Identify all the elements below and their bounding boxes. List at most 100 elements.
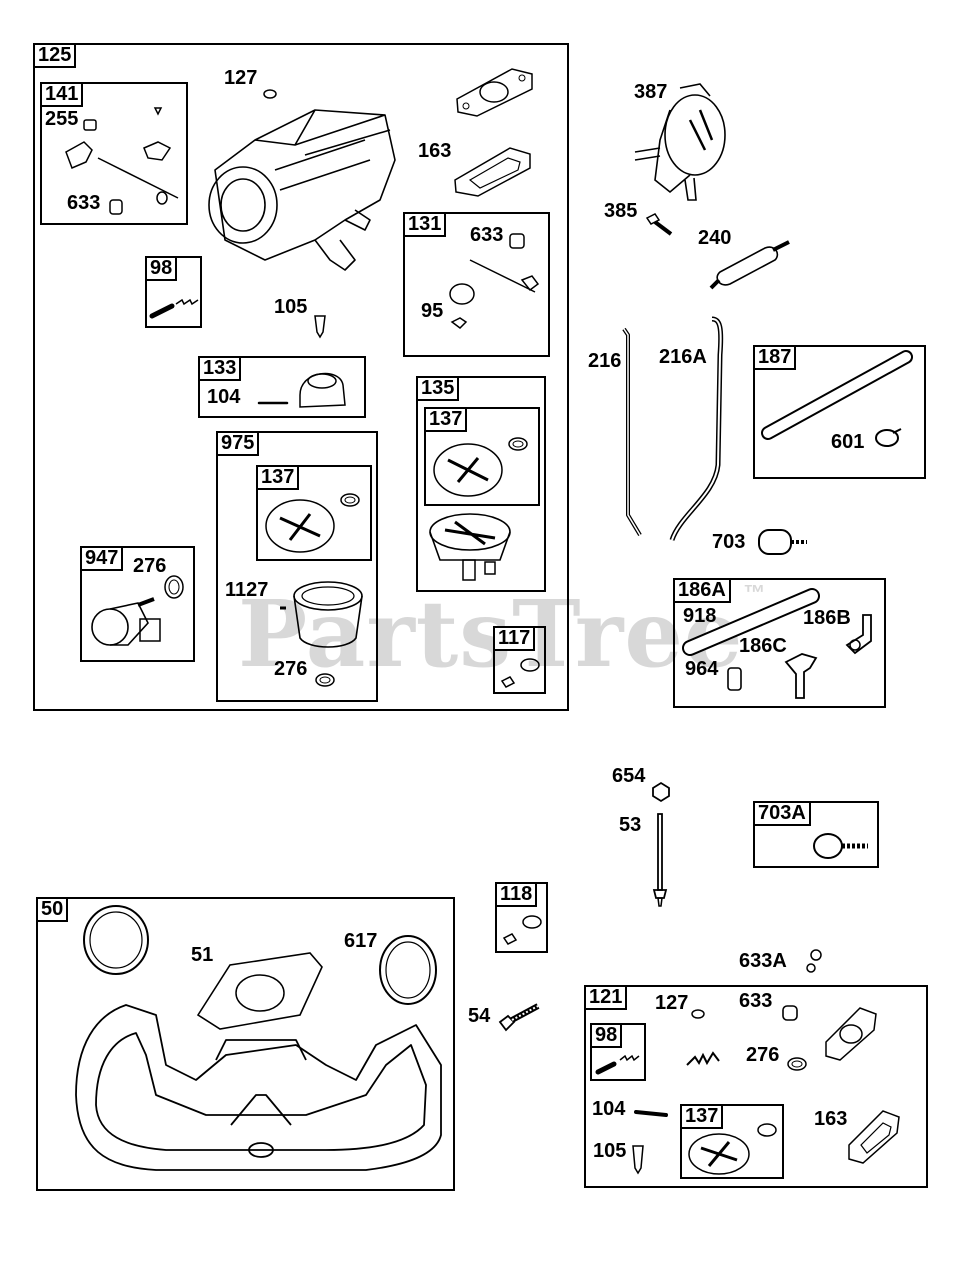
- group-186A-label: 186A: [673, 578, 731, 603]
- callout-385: 385: [604, 200, 638, 222]
- group-133-frame: 133: [198, 356, 366, 418]
- group-117-label: 117: [493, 626, 536, 651]
- group-137-left-label: 137: [256, 465, 300, 490]
- callout-53: 53: [619, 814, 642, 836]
- fuel-filter-240-illustration: [709, 240, 790, 290]
- callout-276-solenoid: 276: [133, 555, 167, 577]
- group-137-left-frame: 137: [256, 465, 372, 561]
- gasket-kit-137-right-illustration: [433, 437, 528, 497]
- gasket-163-kit-icon: [848, 1110, 900, 1164]
- group-117-frame: 117: [493, 626, 546, 694]
- idle-screw-spring-kit-icon: [595, 1054, 640, 1075]
- needle-105-kit-icon: [632, 1145, 644, 1175]
- group-137-right-frame: 137: [424, 407, 540, 506]
- gasket-51-illustration: [196, 952, 323, 1030]
- group-125-frame: 125: [33, 43, 569, 711]
- callout-163-top: 163: [418, 140, 452, 162]
- group-135-label: 135: [416, 376, 460, 401]
- carburetor-body-illustration: [208, 109, 396, 271]
- callout-95: 95: [421, 300, 444, 322]
- throttle-shaft-kit-illustration: [65, 107, 179, 215]
- group-947-label: 947: [80, 546, 124, 571]
- callout-918: 918: [683, 605, 717, 627]
- group-133-label: 133: [198, 356, 242, 381]
- parts-tree-watermark: PartsTree™: [238, 580, 767, 688]
- float-bowl-975-illustration: [280, 581, 363, 648]
- group-118-label: 118: [495, 882, 538, 907]
- group-98-bottom-frame: 98: [590, 1023, 646, 1081]
- group-50-label: 50: [36, 897, 69, 922]
- callout-163-kit: 163: [814, 1108, 848, 1130]
- group-947-frame: 947: [80, 546, 195, 662]
- link-rod-216A-illustration: [669, 316, 724, 541]
- gasket-top-illustration: [456, 68, 533, 117]
- callout-216A: 216A: [659, 346, 707, 368]
- gasket-kit-top-icon: [825, 1007, 877, 1061]
- kit-117-illustration: [500, 658, 540, 688]
- fuel-line-187-illustration: [761, 350, 913, 440]
- callout-633-top: 633: [67, 192, 101, 214]
- o-ring-127-icon: [263, 89, 277, 99]
- gasket-kit-137-kit-illustration: [688, 1123, 777, 1175]
- group-975-frame: 975: [216, 431, 378, 702]
- group-118-frame: 118: [495, 882, 548, 953]
- group-98-top-label: 98: [145, 256, 178, 281]
- intake-manifold-50-illustration: [75, 1004, 442, 1171]
- group-125-label: 125: [33, 43, 77, 68]
- group-137-right-label: 137: [424, 407, 468, 432]
- group-137-kit-label: 137: [680, 1104, 724, 1129]
- callout-703: 703: [712, 531, 746, 553]
- callout-633-mid: 633: [470, 224, 504, 246]
- group-975-label: 975: [216, 431, 260, 456]
- callout-255: 255: [45, 108, 79, 130]
- callout-1127: 1127: [225, 579, 269, 601]
- idle-screw-spring-illustration: [149, 298, 199, 319]
- float-assembly-illustration: [257, 372, 346, 408]
- group-703A-frame: 703A: [753, 801, 879, 868]
- seal-276-kit-icon: [787, 1057, 807, 1071]
- spring-kit-icon: [686, 1051, 720, 1066]
- stud-53-illustration: [652, 813, 668, 907]
- callout-633-kit: 633: [739, 990, 773, 1012]
- clip-703A-icon: [813, 833, 868, 859]
- fuel-pump-illustration: [634, 83, 726, 201]
- callout-127-kit: 127: [655, 992, 689, 1014]
- elbow-fitting-186B-icon: [845, 614, 872, 655]
- fuel-solenoid-illustration: [91, 575, 184, 646]
- group-137-kit-frame: 137: [680, 1104, 784, 1179]
- callout-127-top: 127: [224, 67, 258, 89]
- callout-186C: 186C: [739, 635, 787, 657]
- fitting-186C-icon: [784, 653, 818, 699]
- callout-51: 51: [191, 944, 214, 966]
- callout-654: 654: [612, 765, 646, 787]
- clip-703-icon: [758, 529, 807, 555]
- group-187-label: 187: [753, 345, 797, 370]
- sleeve-964-icon: [727, 667, 742, 691]
- bolt-54-icon: [498, 1003, 540, 1032]
- group-121-frame: 121: [584, 985, 928, 1188]
- link-rod-216-illustration: [622, 327, 642, 537]
- callout-240: 240: [698, 227, 732, 249]
- callout-54: 54: [468, 1005, 491, 1027]
- gasket-163-illustration: [454, 147, 531, 197]
- group-187-frame: 187: [753, 345, 926, 479]
- o-ring-127-kit-icon: [691, 1009, 705, 1019]
- screw-385-icon: [645, 213, 673, 236]
- group-141-frame: 141: [40, 82, 188, 225]
- group-98-bottom-label: 98: [590, 1023, 623, 1048]
- washer-633A-icon: [806, 949, 822, 973]
- intake-seal-617-illustration: [379, 935, 437, 1005]
- callout-105-top: 105: [274, 296, 308, 318]
- group-141-label: 141: [40, 82, 84, 107]
- callout-104-kit: 104: [592, 1098, 626, 1120]
- group-50-frame: 50: [36, 897, 455, 1191]
- kit-118-illustration: [502, 915, 542, 945]
- callout-617: 617: [344, 930, 378, 952]
- nut-654-icon: [652, 781, 670, 803]
- clamp-601-icon: [875, 428, 902, 447]
- callout-104-top: 104: [207, 386, 241, 408]
- seal-276-bowl-icon: [315, 673, 335, 687]
- group-186A-frame: 186A: [673, 578, 886, 708]
- group-135-frame: 135: [416, 376, 546, 592]
- callout-105-kit: 105: [593, 1140, 627, 1162]
